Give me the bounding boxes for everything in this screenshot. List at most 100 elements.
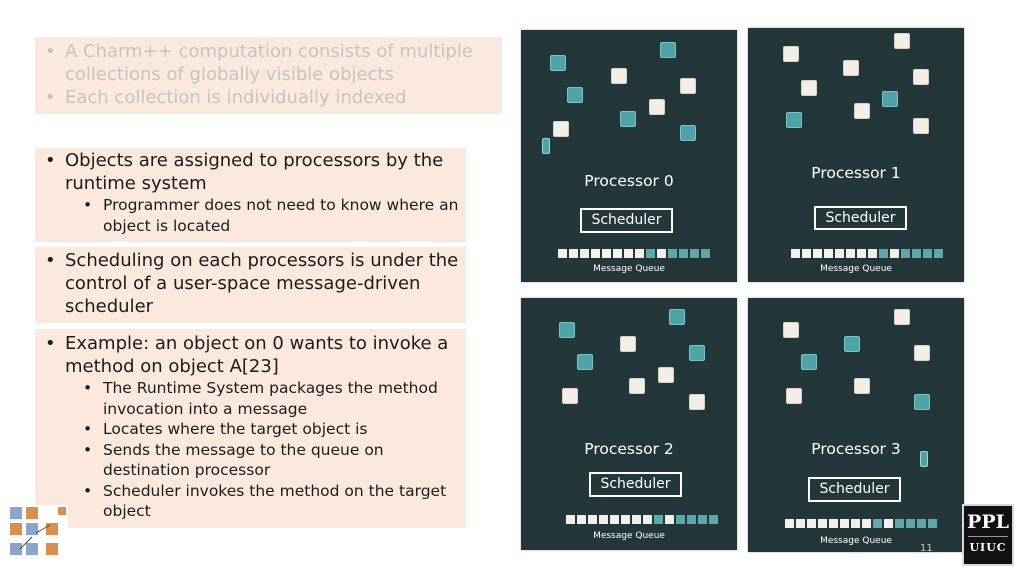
object-icon xyxy=(562,388,578,404)
example-box: Example: an object on 0 wants to invoke … xyxy=(35,329,466,528)
queue-slot xyxy=(917,519,926,528)
scheduler-box: Scheduler xyxy=(814,206,907,230)
object-icon xyxy=(913,69,929,85)
object-icon xyxy=(844,336,860,352)
message-queue xyxy=(791,249,943,258)
object-icon xyxy=(801,354,817,370)
queue-slot xyxy=(566,515,575,524)
object-icon xyxy=(913,118,929,134)
object-icon xyxy=(854,378,870,394)
processor-label: Processor 3 xyxy=(811,440,901,458)
object-icon xyxy=(783,322,799,338)
object-icon xyxy=(786,112,802,128)
queue-slot xyxy=(890,249,899,258)
queue-slot xyxy=(698,515,707,524)
queue-slot xyxy=(610,515,619,524)
processor-label: Processor 0 xyxy=(584,172,674,190)
scheduler-box: Scheduler xyxy=(808,477,901,502)
box3-sub-1: The Runtime System packages the method i… xyxy=(35,378,466,419)
box1-main: Objects are assigned to processors by th… xyxy=(35,149,466,195)
box3-sub-3: Sends the message to the queue on destin… xyxy=(35,440,466,481)
queue-slot xyxy=(635,249,644,258)
logo-line-1: PPL xyxy=(967,511,1009,533)
message-icon xyxy=(920,451,928,467)
object-icon xyxy=(894,309,910,325)
queue-slot xyxy=(621,515,630,524)
message-queue-label: Message Queue xyxy=(593,531,665,541)
box3-sub-4: Scheduler invokes the method on the targ… xyxy=(35,481,466,522)
intro-box: A Charm++ computation consists of multip… xyxy=(35,37,502,114)
scheduler-box: Scheduler xyxy=(580,208,673,233)
object-icon xyxy=(783,46,799,62)
object-icon xyxy=(894,33,910,49)
processor-label: Processor 1 xyxy=(811,164,901,182)
queue-slot xyxy=(901,249,910,258)
message-queue-label: Message Queue xyxy=(820,536,892,546)
queue-slot xyxy=(643,515,652,524)
object-icon xyxy=(620,336,636,352)
processor-panel-0: Processor 0 Scheduler Message Queue xyxy=(521,30,737,282)
queue-slot xyxy=(868,249,877,258)
charm-grid-logo xyxy=(8,505,68,565)
queue-slot xyxy=(829,519,838,528)
intro-bullet-2: Each collection is individually indexed xyxy=(35,86,502,109)
queue-slot xyxy=(884,519,893,528)
processor-panel-2: Processor 2 Scheduler Message Queue xyxy=(521,298,737,550)
queue-slot xyxy=(873,519,882,528)
queue-slot xyxy=(785,519,794,528)
object-icon xyxy=(669,309,685,325)
object-icon xyxy=(914,394,930,410)
queue-slot xyxy=(687,515,696,524)
processor-label: Processor 2 xyxy=(584,440,674,458)
queue-slot xyxy=(813,249,822,258)
object-icon xyxy=(658,367,674,383)
object-icon xyxy=(577,354,593,370)
scheduling-box: Scheduling on each processors is under t… xyxy=(35,247,466,323)
object-icon xyxy=(550,55,566,71)
message-queue xyxy=(785,519,937,528)
queue-slot xyxy=(646,249,655,258)
box2-main: Scheduling on each processors is under t… xyxy=(35,249,466,318)
queue-slot xyxy=(668,249,677,258)
queue-slot xyxy=(923,249,932,258)
box3-main: Example: an object on 0 wants to invoke … xyxy=(35,332,466,378)
message-queue xyxy=(558,249,710,258)
object-icon xyxy=(914,345,930,361)
queue-slot xyxy=(676,515,685,524)
queue-slot xyxy=(657,249,666,258)
object-icon xyxy=(689,345,705,361)
queue-slot xyxy=(840,519,849,528)
queue-slot xyxy=(807,519,816,528)
queue-slot xyxy=(824,249,833,258)
queue-slot xyxy=(835,249,844,258)
object-icon xyxy=(680,125,696,141)
queue-slot xyxy=(879,249,888,258)
logo-line-2: UIUC xyxy=(968,536,1008,555)
object-icon xyxy=(689,394,705,410)
message-icon xyxy=(542,138,550,154)
queue-slot xyxy=(857,249,866,258)
queue-slot xyxy=(862,519,871,528)
message-queue xyxy=(566,515,718,524)
queue-slot xyxy=(569,249,578,258)
page-number: 11 xyxy=(920,543,933,554)
object-icon xyxy=(567,87,583,103)
object-icon xyxy=(680,78,696,94)
queue-slot xyxy=(802,249,811,258)
object-icon xyxy=(553,121,569,137)
queue-slot xyxy=(818,519,827,528)
object-icon xyxy=(620,111,636,127)
queue-slot xyxy=(709,515,718,524)
ppl-uiuc-logo: PPL UIUC xyxy=(962,504,1014,566)
queue-slot xyxy=(558,249,567,258)
queue-slot xyxy=(701,249,710,258)
queue-slot xyxy=(690,249,699,258)
queue-slot xyxy=(580,249,589,258)
object-icon xyxy=(649,99,665,115)
queue-slot xyxy=(679,249,688,258)
object-icon xyxy=(843,60,859,76)
object-icon xyxy=(882,91,898,107)
object-icon xyxy=(611,68,627,84)
queue-slot xyxy=(654,515,663,524)
object-icon xyxy=(801,80,817,96)
